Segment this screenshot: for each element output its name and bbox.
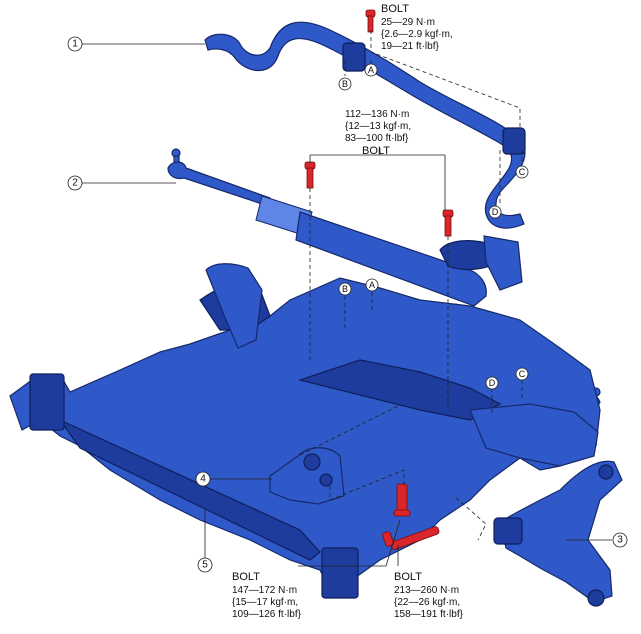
- marker-c-mid: C: [515, 367, 529, 381]
- steering-gear-bolt-left: [304, 161, 316, 189]
- lower-arm-ball-joint: [587, 589, 605, 607]
- front-crossmember: [9, 263, 601, 599]
- callout-1: 1: [67, 36, 83, 52]
- crossmember-left-mount: [29, 373, 65, 431]
- svg-text:A: A: [369, 280, 375, 290]
- svg-text:109—126 ft·lbf}: 109—126 ft·lbf}: [232, 609, 302, 620]
- svg-text:C: C: [519, 369, 526, 379]
- svg-text:112—136 N·m: 112—136 N·m: [345, 109, 409, 120]
- svg-text:147—172 N·m: 147—172 N·m: [232, 585, 297, 596]
- svg-text:213—260 N·m: 213—260 N·m: [394, 585, 459, 596]
- dash-lower-arm: [455, 497, 487, 541]
- svg-text:25—29 N·m: 25—29 N·m: [381, 17, 435, 28]
- marker-c-top: C: [515, 165, 529, 179]
- svg-text:{2.6—2.9 kgf·m,: {2.6—2.9 kgf·m,: [381, 29, 453, 40]
- torque-spec-steering-gear: 112—136 N·m {12—13 kgf·m, 83—100 ft·lbf}…: [345, 109, 411, 157]
- callout-3: 3: [612, 532, 628, 548]
- svg-text:83—100 ft·lbf}: 83—100 ft·lbf}: [345, 133, 409, 144]
- lower-arm-bushing-front: [493, 517, 523, 545]
- steering-gear-bolt-right: [442, 209, 454, 237]
- marker-d-mid: D: [485, 376, 499, 390]
- svg-text:B: B: [342, 79, 348, 89]
- crossmember-right-panel: [469, 403, 599, 467]
- dash-stabilizer-a-c: [370, 30, 521, 130]
- marker-a-mid: A: [365, 278, 379, 292]
- engine-mount: [269, 447, 345, 505]
- steering-gear-bracket: [483, 235, 523, 291]
- lower-arm-bolt: [382, 526, 440, 550]
- stabilizer-bolt-top: [365, 9, 376, 33]
- svg-text:1: 1: [72, 39, 78, 50]
- svg-text:19—21 ft·lbf}: 19—21 ft·lbf}: [381, 41, 439, 52]
- svg-text:{15—17 kgf·m,: {15—17 kgf·m,: [232, 597, 298, 608]
- marker-b-top: B: [338, 77, 352, 91]
- svg-text:2: 2: [72, 178, 78, 189]
- dash-engine-mount: [299, 404, 405, 501]
- callout-4: 4: [195, 471, 211, 487]
- torque-spec-lower-arm: BOLT 213—260 N·m {22—26 kgf·m, 158—191 f…: [394, 571, 464, 620]
- svg-text:BOLT: BOLT: [394, 571, 422, 583]
- svg-text:BOLT: BOLT: [362, 145, 390, 157]
- marker-d-top: D: [488, 205, 502, 219]
- callout-2: 2: [67, 175, 83, 191]
- svg-text:3: 3: [617, 535, 623, 546]
- crossmember-front-beam: [58, 418, 321, 561]
- svg-text:C: C: [519, 167, 526, 177]
- svg-text:D: D: [492, 207, 499, 217]
- stabilizer-bushing-left: [342, 42, 366, 72]
- torque-spec-crossmember-left: BOLT 147—172 N·m {15—17 kgf·m, 109—126 f…: [232, 571, 302, 620]
- svg-text:BOLT: BOLT: [381, 3, 409, 15]
- crossmember-front-mount: [321, 547, 359, 599]
- svg-text:{12—13 kgf·m,: {12—13 kgf·m,: [345, 121, 411, 132]
- svg-text:158—191 ft·lbf}: 158—191 ft·lbf}: [394, 609, 464, 620]
- tie-rod-left: [167, 161, 271, 207]
- callout-5: 5: [197, 557, 213, 573]
- svg-text:B: B: [342, 284, 348, 294]
- leader-bolt-left: [385, 519, 401, 567]
- steering-gear-housing: [295, 211, 487, 307]
- lower-arm: [493, 460, 623, 607]
- crossmember-bolt-left: [393, 483, 411, 517]
- marker-a-top: A: [364, 63, 378, 77]
- svg-text:{22—26 kgf·m,: {22—26 kgf·m,: [394, 597, 460, 608]
- stabilizer-bushing-right: [502, 127, 526, 155]
- svg-text:4: 4: [200, 474, 206, 485]
- svg-text:BOLT: BOLT: [232, 571, 260, 583]
- svg-text:A: A: [368, 65, 374, 75]
- svg-text:5: 5: [202, 560, 208, 571]
- marker-b-mid: B: [338, 282, 352, 296]
- svg-text:D: D: [489, 378, 496, 388]
- torque-spec-stabilizer: BOLT 25—29 N·m {2.6—2.9 kgf·m, 19—21 ft·…: [381, 3, 453, 52]
